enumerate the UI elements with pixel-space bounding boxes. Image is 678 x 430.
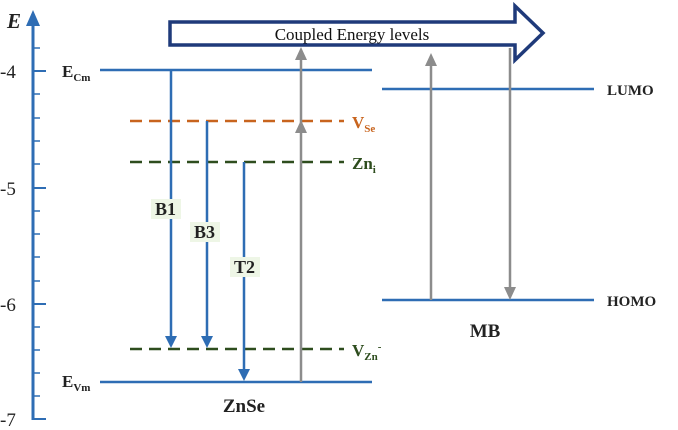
b1-arrowhead — [165, 336, 177, 348]
znse-levels: ECm EVm VSe Zni VZn- ZnSe — [62, 62, 382, 417]
zni-label: Zni — [352, 154, 376, 176]
tick-label-minus6: -6 — [0, 295, 16, 316]
b1-label-box — [151, 199, 181, 219]
axis-minor-ticks — [33, 47, 40, 397]
axis-label: E — [6, 9, 21, 33]
b3-label-box — [190, 222, 220, 242]
ecm-label: ECm — [62, 62, 90, 84]
b3-label: B3 — [194, 222, 215, 242]
mb-levels: LUMO HOMO MB — [382, 48, 656, 342]
znse-transitions: B1 B3 T2 — [151, 71, 260, 381]
banner-arrow-shape — [168, 1, 546, 65]
axis-arrowhead — [26, 10, 40, 26]
znse-name: ZnSe — [223, 396, 265, 417]
banner-label: Coupled Energy levels — [275, 25, 430, 44]
lumo-label: LUMO — [607, 83, 654, 99]
t2-arrowhead — [238, 369, 250, 381]
tick-label-minus4: -4 — [0, 62, 16, 83]
t2-label: T2 — [234, 257, 255, 277]
mb-name: MB — [470, 321, 501, 342]
excitation-arrowhead-top — [295, 47, 307, 60]
excitation-arrowhead-mid — [295, 120, 307, 133]
energy-axis: E -4 -5 -6 -7 — [0, 9, 46, 430]
evm-label: EVm — [62, 372, 90, 394]
b1-label: B1 — [155, 199, 176, 219]
mb-up-arrowhead — [425, 53, 437, 66]
tick-label-minus7: -7 — [0, 410, 16, 430]
coupled-energy-banner: Coupled Energy levels — [168, 1, 546, 65]
vzn-label: VZn- — [352, 341, 382, 363]
vse-label: VSe — [352, 113, 375, 135]
homo-label: HOMO — [607, 294, 656, 310]
b3-arrowhead — [201, 336, 213, 348]
znse-excitation — [295, 47, 307, 382]
tick-label-minus5: -5 — [0, 179, 16, 200]
mb-down-arrowhead — [504, 287, 516, 300]
t2-label-box — [230, 257, 260, 277]
